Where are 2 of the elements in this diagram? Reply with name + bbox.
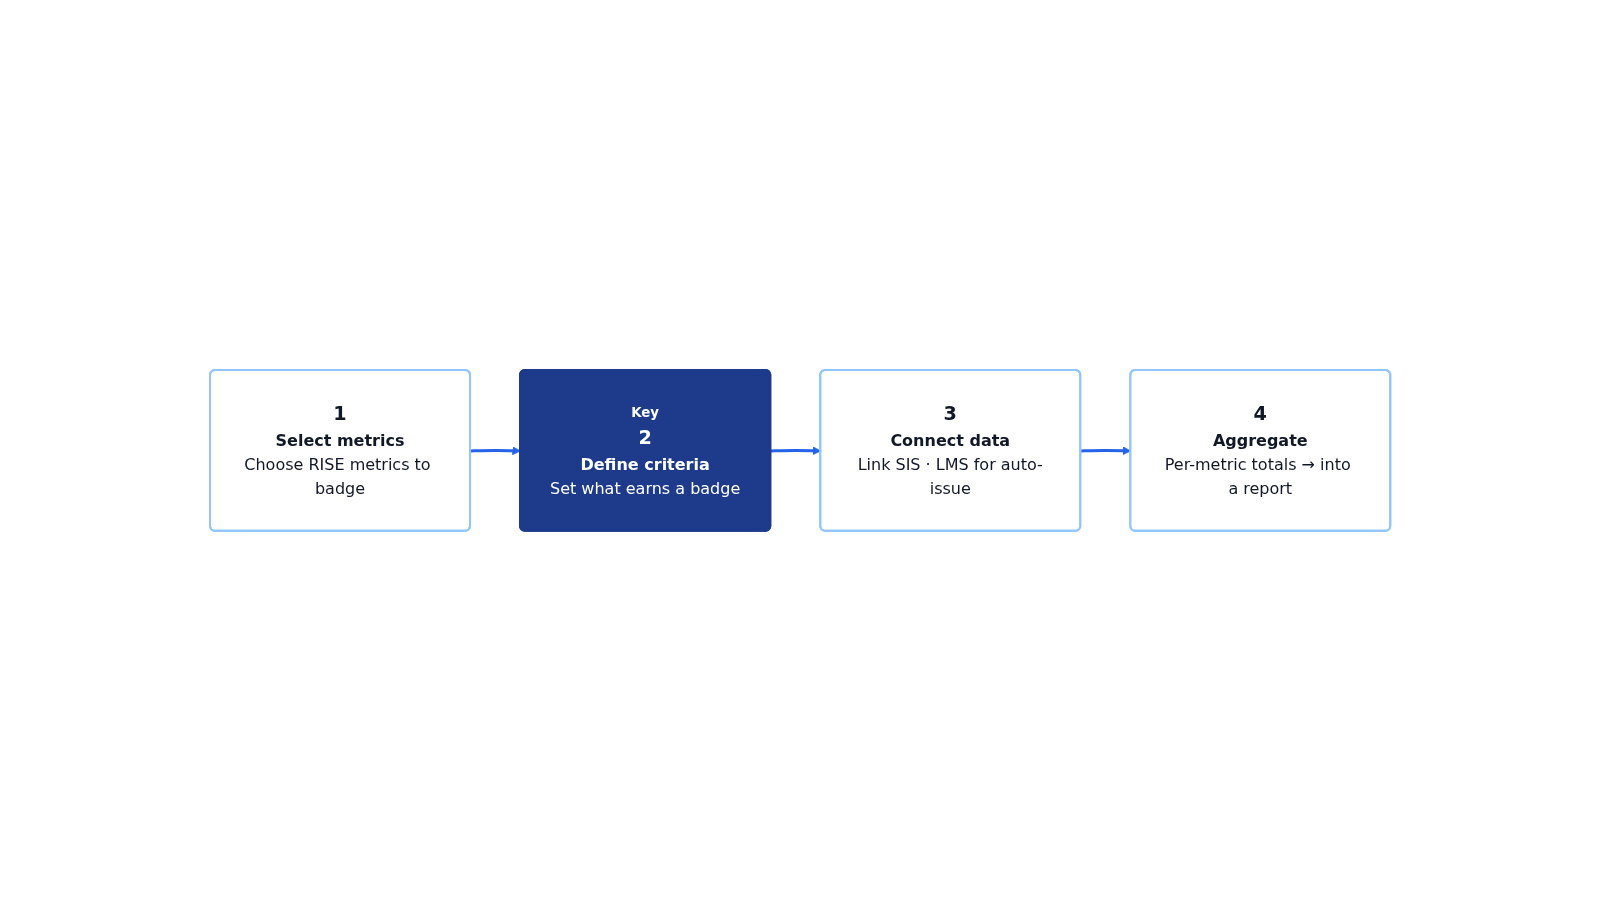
arrow [770,445,821,455]
arrow [1080,445,1131,455]
